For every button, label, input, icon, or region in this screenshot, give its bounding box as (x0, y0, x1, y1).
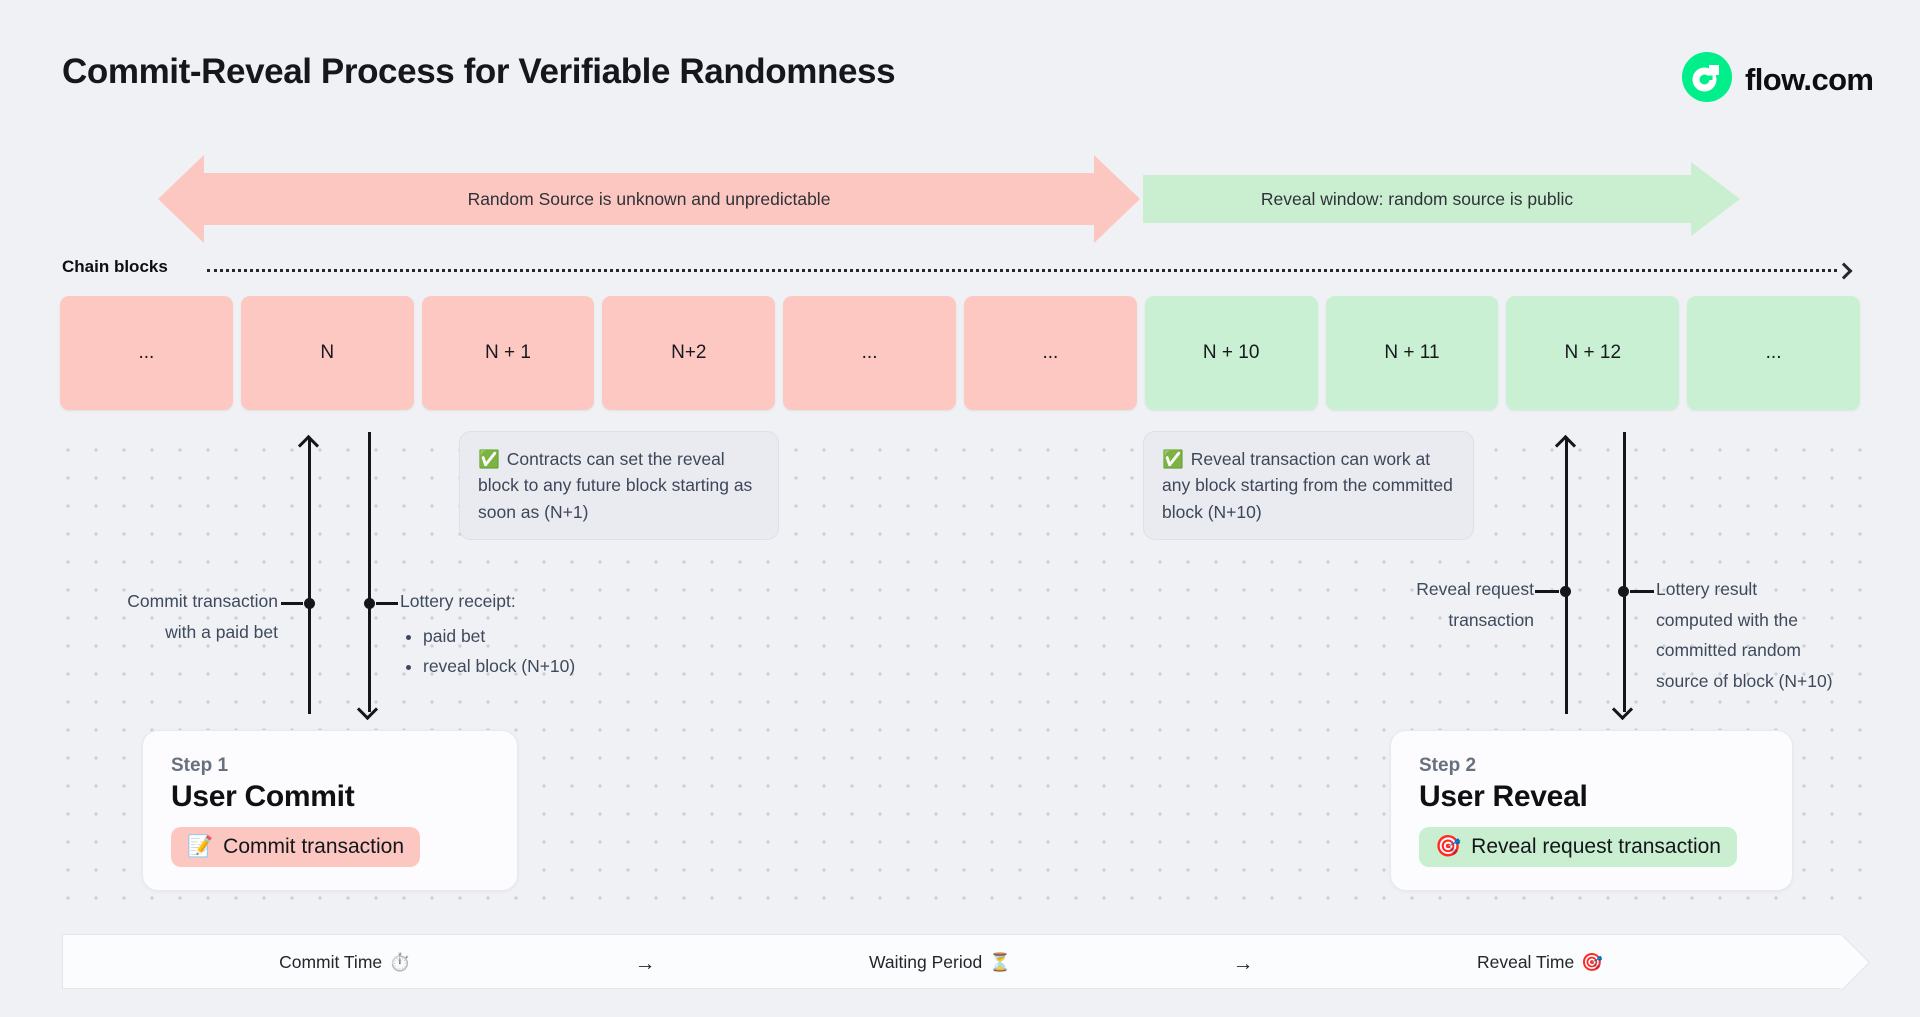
block-label: ... (1042, 342, 1059, 363)
result-arrow-dot (1618, 586, 1629, 597)
timeline-label: Commit Time (279, 952, 383, 972)
check-icon: ✅ (1162, 449, 1184, 469)
memo-icon: 📝 (187, 835, 214, 858)
annotation-title: Lottery receipt: (400, 591, 516, 611)
note-reveal-text: Reveal transaction can work at any block… (1162, 449, 1453, 522)
commit-label-connector (281, 602, 303, 605)
chain-line-arrowhead-icon (1835, 262, 1853, 280)
lottery-result-annotation: Lottery result computed with the committ… (1656, 574, 1833, 696)
chain-block: N+2 (602, 296, 776, 410)
timeline-item-reveal-time: Reveal Time 🎯 (1477, 952, 1603, 973)
brand-name: flow.com (1745, 61, 1874, 97)
timeline-label: Reveal Time (1476, 952, 1575, 972)
chain-block: N (240, 296, 414, 410)
annotation-line: with a paid bet (165, 622, 278, 642)
reveal-label-connector (1535, 590, 1559, 593)
check-icon: ✅ (478, 449, 500, 469)
receipt-label-connector (376, 602, 398, 605)
chain-blocks-label: Chain blocks (62, 257, 168, 276)
banner-reveal-window: Reveal window: random source is public (1143, 175, 1691, 223)
reveal-request-pill: 🎯 Reveal request transaction (1419, 827, 1737, 867)
note-commit-text: Contracts can set the reveal block to an… (478, 449, 753, 522)
block-label: N + 11 (1384, 342, 1440, 363)
chain-block: N + 1 (421, 296, 595, 410)
banner-reveal-window-label: Reveal window: random source is public (1260, 188, 1574, 209)
step1-card: Step 1 User Commit 📝 Commit transaction (142, 730, 518, 891)
chain-blocks-row: ... N N + 1 N+2 ... ... N + 10 N + 11 N … (60, 296, 1860, 410)
chain-block: N + 12 (1506, 296, 1680, 410)
note-reveal-window: ✅Reveal transaction can work at any bloc… (1143, 431, 1474, 540)
reveal-arrow-dot (1560, 586, 1571, 597)
step1-eyebrow: Step 1 (171, 755, 229, 776)
note-commit-window: ✅Contracts can set the reveal block to a… (459, 431, 779, 540)
chain-block: N + 10 (1144, 296, 1318, 410)
chain-block: N + 11 (1325, 296, 1499, 410)
banner-random-unknown: Random Source is unknown and unpredictab… (204, 173, 1094, 225)
timeline-bar (62, 934, 1842, 989)
block-label: N (320, 342, 335, 363)
bullet-item: paid bet (423, 621, 575, 651)
receipt-down-arrow-line (368, 432, 371, 712)
annotation-line: computed with the (1656, 609, 1799, 630)
timeline-arrow-1: → (635, 952, 656, 976)
block-label: N + 12 (1564, 342, 1622, 363)
result-label-connector (1630, 590, 1654, 593)
timeline-item-commit-time: Commit Time ⏱️ (279, 952, 411, 973)
commit-up-arrow-line (308, 437, 311, 714)
annotation-line: transaction (1448, 610, 1534, 630)
commit-arrow-dot (304, 598, 315, 609)
reveal-pill-label: Reveal request transaction (1471, 835, 1721, 858)
chain-dotted-line (207, 269, 1837, 272)
banner-random-unknown-label: Random Source is unknown and unpredictab… (467, 188, 831, 209)
pink-banner-right-arrowhead-icon (1094, 155, 1140, 243)
timeline-label: Waiting Period (869, 952, 983, 972)
annotation-line: Lottery result (1656, 579, 1758, 599)
green-banner-right-arrowhead-icon (1691, 162, 1740, 236)
chain-block: ... (963, 296, 1137, 410)
hourglass-icon: ⏳ (989, 952, 1011, 972)
chain-block: ... (1687, 296, 1860, 410)
step2-title: User Reveal (1419, 780, 1588, 813)
chain-block: ... (60, 296, 233, 410)
commit-pill-label: Commit transaction (223, 835, 405, 858)
annotation-line: committed random (1656, 640, 1801, 660)
block-label: ... (861, 342, 878, 363)
annotation-line: source of block (N+10) (1656, 670, 1833, 691)
right-arrow-icon: → (1232, 952, 1254, 975)
lottery-receipt-annotation: Lottery receipt: paid bet reveal block (… (400, 586, 575, 681)
pink-banner-left-arrowhead-icon (158, 155, 204, 243)
brand[interactable]: flow.com (1682, 52, 1874, 107)
timeline-item-waiting-period: Waiting Period ⏳ (869, 952, 1011, 973)
step2-card: Step 2 User Reveal 🎯 Reveal request tran… (1390, 730, 1793, 891)
block-label: N + 10 (1202, 342, 1260, 363)
chain-block: ... (783, 296, 956, 410)
flow-logo-icon (1682, 52, 1732, 107)
stopwatch-icon: ⏱️ (389, 952, 411, 972)
target-icon: 🎯 (1435, 835, 1462, 858)
page-title: Commit-Reveal Process for Verifiable Ran… (62, 52, 896, 91)
block-label: N+2 (671, 342, 707, 363)
target-icon: 🎯 (1581, 952, 1604, 972)
annotation-line: Reveal request (1416, 579, 1534, 599)
reveal-up-arrow-line (1565, 437, 1568, 714)
commit-transaction-annotation: Commit transaction with a paid bet (90, 586, 278, 648)
step2-eyebrow: Step 2 (1419, 755, 1477, 776)
result-down-arrow-line (1623, 432, 1626, 712)
block-label: ... (138, 342, 155, 363)
reveal-request-annotation: Reveal request transaction (1352, 574, 1534, 636)
bullet-item: reveal block (N+10) (423, 651, 575, 681)
commit-transaction-pill: 📝 Commit transaction (171, 827, 421, 867)
step1-title: User Commit (171, 780, 355, 813)
receipt-arrow-dot (364, 598, 375, 609)
right-arrow-icon: → (634, 952, 656, 975)
timeline-arrow-2: → (1233, 952, 1254, 976)
block-label: ... (1765, 342, 1782, 363)
block-label: N + 1 (485, 342, 531, 363)
annotation-line: Commit transaction (127, 591, 278, 611)
